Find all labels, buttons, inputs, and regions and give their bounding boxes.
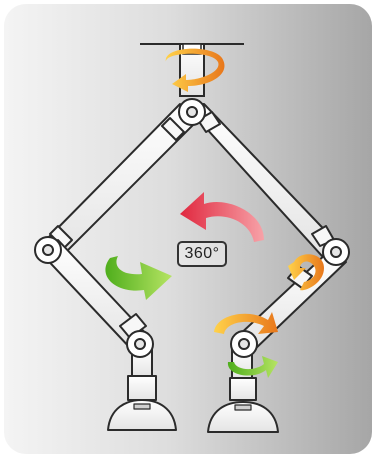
- center-green-rotate-arrow-icon: [105, 256, 172, 300]
- right-elbow-rotate-arrow-icon: [288, 254, 324, 291]
- right-base-rotate-arrow-icon: [227, 356, 278, 378]
- rotation-angle-label: 360°: [177, 241, 227, 267]
- background-panel: [4, 4, 372, 454]
- arm-joint-icon: [34, 98, 350, 358]
- top-rotate-arrow-icon: [165, 48, 225, 92]
- right-wrist-rotate-arrow-icon: [214, 312, 278, 334]
- left-arm: [39, 103, 197, 431]
- center-red-rotate-arrow-icon: [180, 192, 264, 242]
